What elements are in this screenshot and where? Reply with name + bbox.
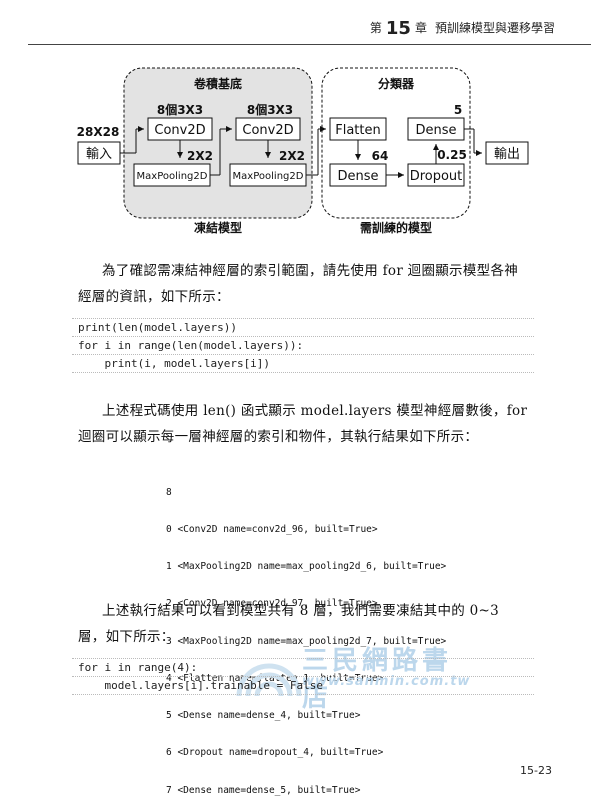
code-line: model.layers[i].trainable = False bbox=[72, 677, 534, 695]
pool2-size-label: 2X2 bbox=[279, 149, 305, 163]
pool1-box-label: MaxPooling2D bbox=[137, 171, 208, 182]
pool2-box-label: MaxPooling2D bbox=[233, 171, 304, 182]
classifier-title: 分類器 bbox=[378, 76, 415, 91]
output-line: 1 <MaxPooling2D name=max_pooling2d_6, bu… bbox=[166, 561, 447, 573]
output-box bbox=[485, 141, 529, 165]
pool1-size-label: 2X2 bbox=[187, 149, 213, 163]
input-size-label: 28X28 bbox=[77, 125, 120, 139]
output-line: 3 <MaxPooling2D name=max_pooling2d_7, bu… bbox=[166, 635, 447, 647]
conv-base-title: 卷積基底 bbox=[193, 76, 242, 91]
conv1-box-label: Conv2D bbox=[154, 123, 205, 138]
paragraph-explanation: 上述程式碼使用 len() 函式顯示 model.layers 模型神經層數後，… bbox=[78, 403, 528, 445]
dense1-units-label: 64 bbox=[372, 149, 389, 163]
model-architecture-diagram: 卷積基底 凍結模型 分類器 需訓練的模型 28X28 輸入 8個3X3 Conv… bbox=[77, 67, 529, 235]
chapter-suffix: 章 bbox=[414, 21, 427, 35]
flatten-box-label: Flatten bbox=[335, 123, 381, 138]
output-line: 5 <Dense name=dense_4, built=True> bbox=[166, 710, 361, 722]
code-block-freeze-layers: for i in range(4): model.layers[i].train… bbox=[72, 658, 534, 695]
chapter-title: 預訓練模型與遷移學習 bbox=[434, 21, 555, 35]
page-number: 15-23 bbox=[520, 764, 552, 777]
dense2-box-label: Dense bbox=[415, 123, 456, 138]
code-block-print-layers: print(len(model.layers)) for i in range(… bbox=[72, 318, 534, 373]
dropout-rate-label: 0.25 bbox=[437, 148, 467, 162]
conv2-filters-label: 8個3X3 bbox=[247, 102, 293, 117]
output-line: 6 <Dropout name=dropout_4, built=True> bbox=[166, 747, 384, 759]
chapter-number: 15 bbox=[385, 18, 411, 39]
dropout-box-label: Dropout bbox=[410, 169, 463, 184]
output-line: 2 <Conv2D name=conv2d_97, built=True> bbox=[166, 598, 378, 610]
header-rule bbox=[28, 44, 591, 45]
paragraph-intro: 為了確認需凍結神經層的索引範圍，請先使用 for 迴圈顯示模型各神經層的資訊，如… bbox=[78, 263, 519, 305]
output-box-label: 輸出 bbox=[494, 147, 520, 162]
code-line: for i in range(len(model.layers)): bbox=[72, 337, 534, 355]
output-line: 0 <Conv2D name=conv2d_96, built=True> bbox=[166, 524, 378, 536]
output-line: 7 <Dense name=dense_5, built=True> bbox=[166, 784, 361, 796]
output-line: 8 bbox=[166, 486, 172, 498]
code-line: for i in range(4): bbox=[72, 658, 534, 677]
code-line: print(i, model.layers[i]) bbox=[72, 355, 534, 373]
code-line: print(len(model.layers)) bbox=[72, 318, 534, 337]
classifier-caption: 需訓練的模型 bbox=[360, 220, 432, 235]
dense1-box-label: Dense bbox=[337, 169, 378, 184]
dense2-units-label: 5 bbox=[454, 103, 462, 117]
chapter-prefix: 第 bbox=[369, 21, 382, 35]
input-box-label: 輸入 bbox=[86, 147, 112, 162]
conv-base-caption: 凍結模型 bbox=[194, 220, 242, 235]
paragraph-freeze: 上述執行結果可以看到模型共有 8 層，我們需要凍結其中的 0~3 層，如下所示： bbox=[78, 603, 500, 645]
conv2-box-label: Conv2D bbox=[242, 123, 293, 138]
conv1-filters-label: 8個3X3 bbox=[157, 102, 203, 117]
